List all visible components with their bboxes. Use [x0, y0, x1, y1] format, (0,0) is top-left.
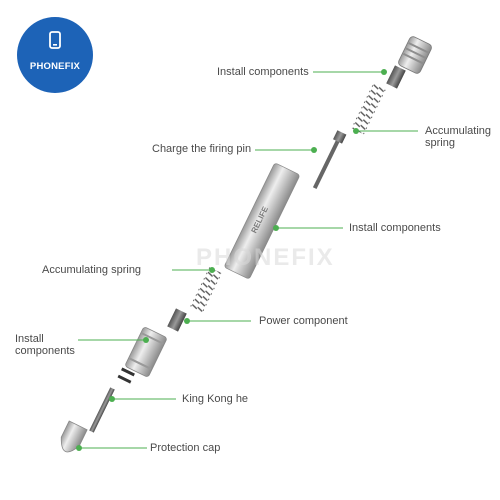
label-king-kong-head: King Kong he	[182, 393, 249, 405]
label-accumulating-spring-left: Accumulating spring	[42, 264, 142, 276]
lower-sleeve	[125, 327, 167, 377]
logo-text: PHONEFIX	[29, 61, 81, 72]
top-knob	[398, 36, 432, 74]
lower-spring	[190, 267, 222, 313]
leader-lines	[78, 71, 418, 449]
label-accumulating-spring-right-line2: spring	[425, 137, 455, 149]
protection-cap	[60, 420, 88, 453]
label-install-top: Install components	[217, 66, 309, 78]
top-spring	[351, 81, 387, 135]
firing-pin	[312, 130, 347, 190]
watermark-text: PHONEFIX	[196, 244, 335, 271]
leader-dots	[76, 69, 387, 451]
label-install-middle: Install components	[349, 222, 441, 234]
phonefix-logo: PHONEFIX	[17, 17, 93, 93]
main-barrel: RELIFE	[224, 163, 300, 279]
power-piece	[167, 308, 187, 332]
o-rings	[117, 367, 135, 384]
label-power-component: Power component	[259, 315, 348, 327]
label-install-left-line1: Install	[15, 333, 44, 345]
wrench-phone-icon	[49, 31, 61, 49]
king-kong-head	[89, 387, 115, 433]
top-thread	[386, 65, 406, 89]
label-install-left-line2: components	[15, 345, 75, 357]
label-accumulating-spring-right-line1: Accumulating	[425, 125, 492, 137]
label-protection-cap: Protection cap	[150, 442, 221, 454]
label-charge-firing-pin: Charge the firing pin	[152, 143, 252, 155]
